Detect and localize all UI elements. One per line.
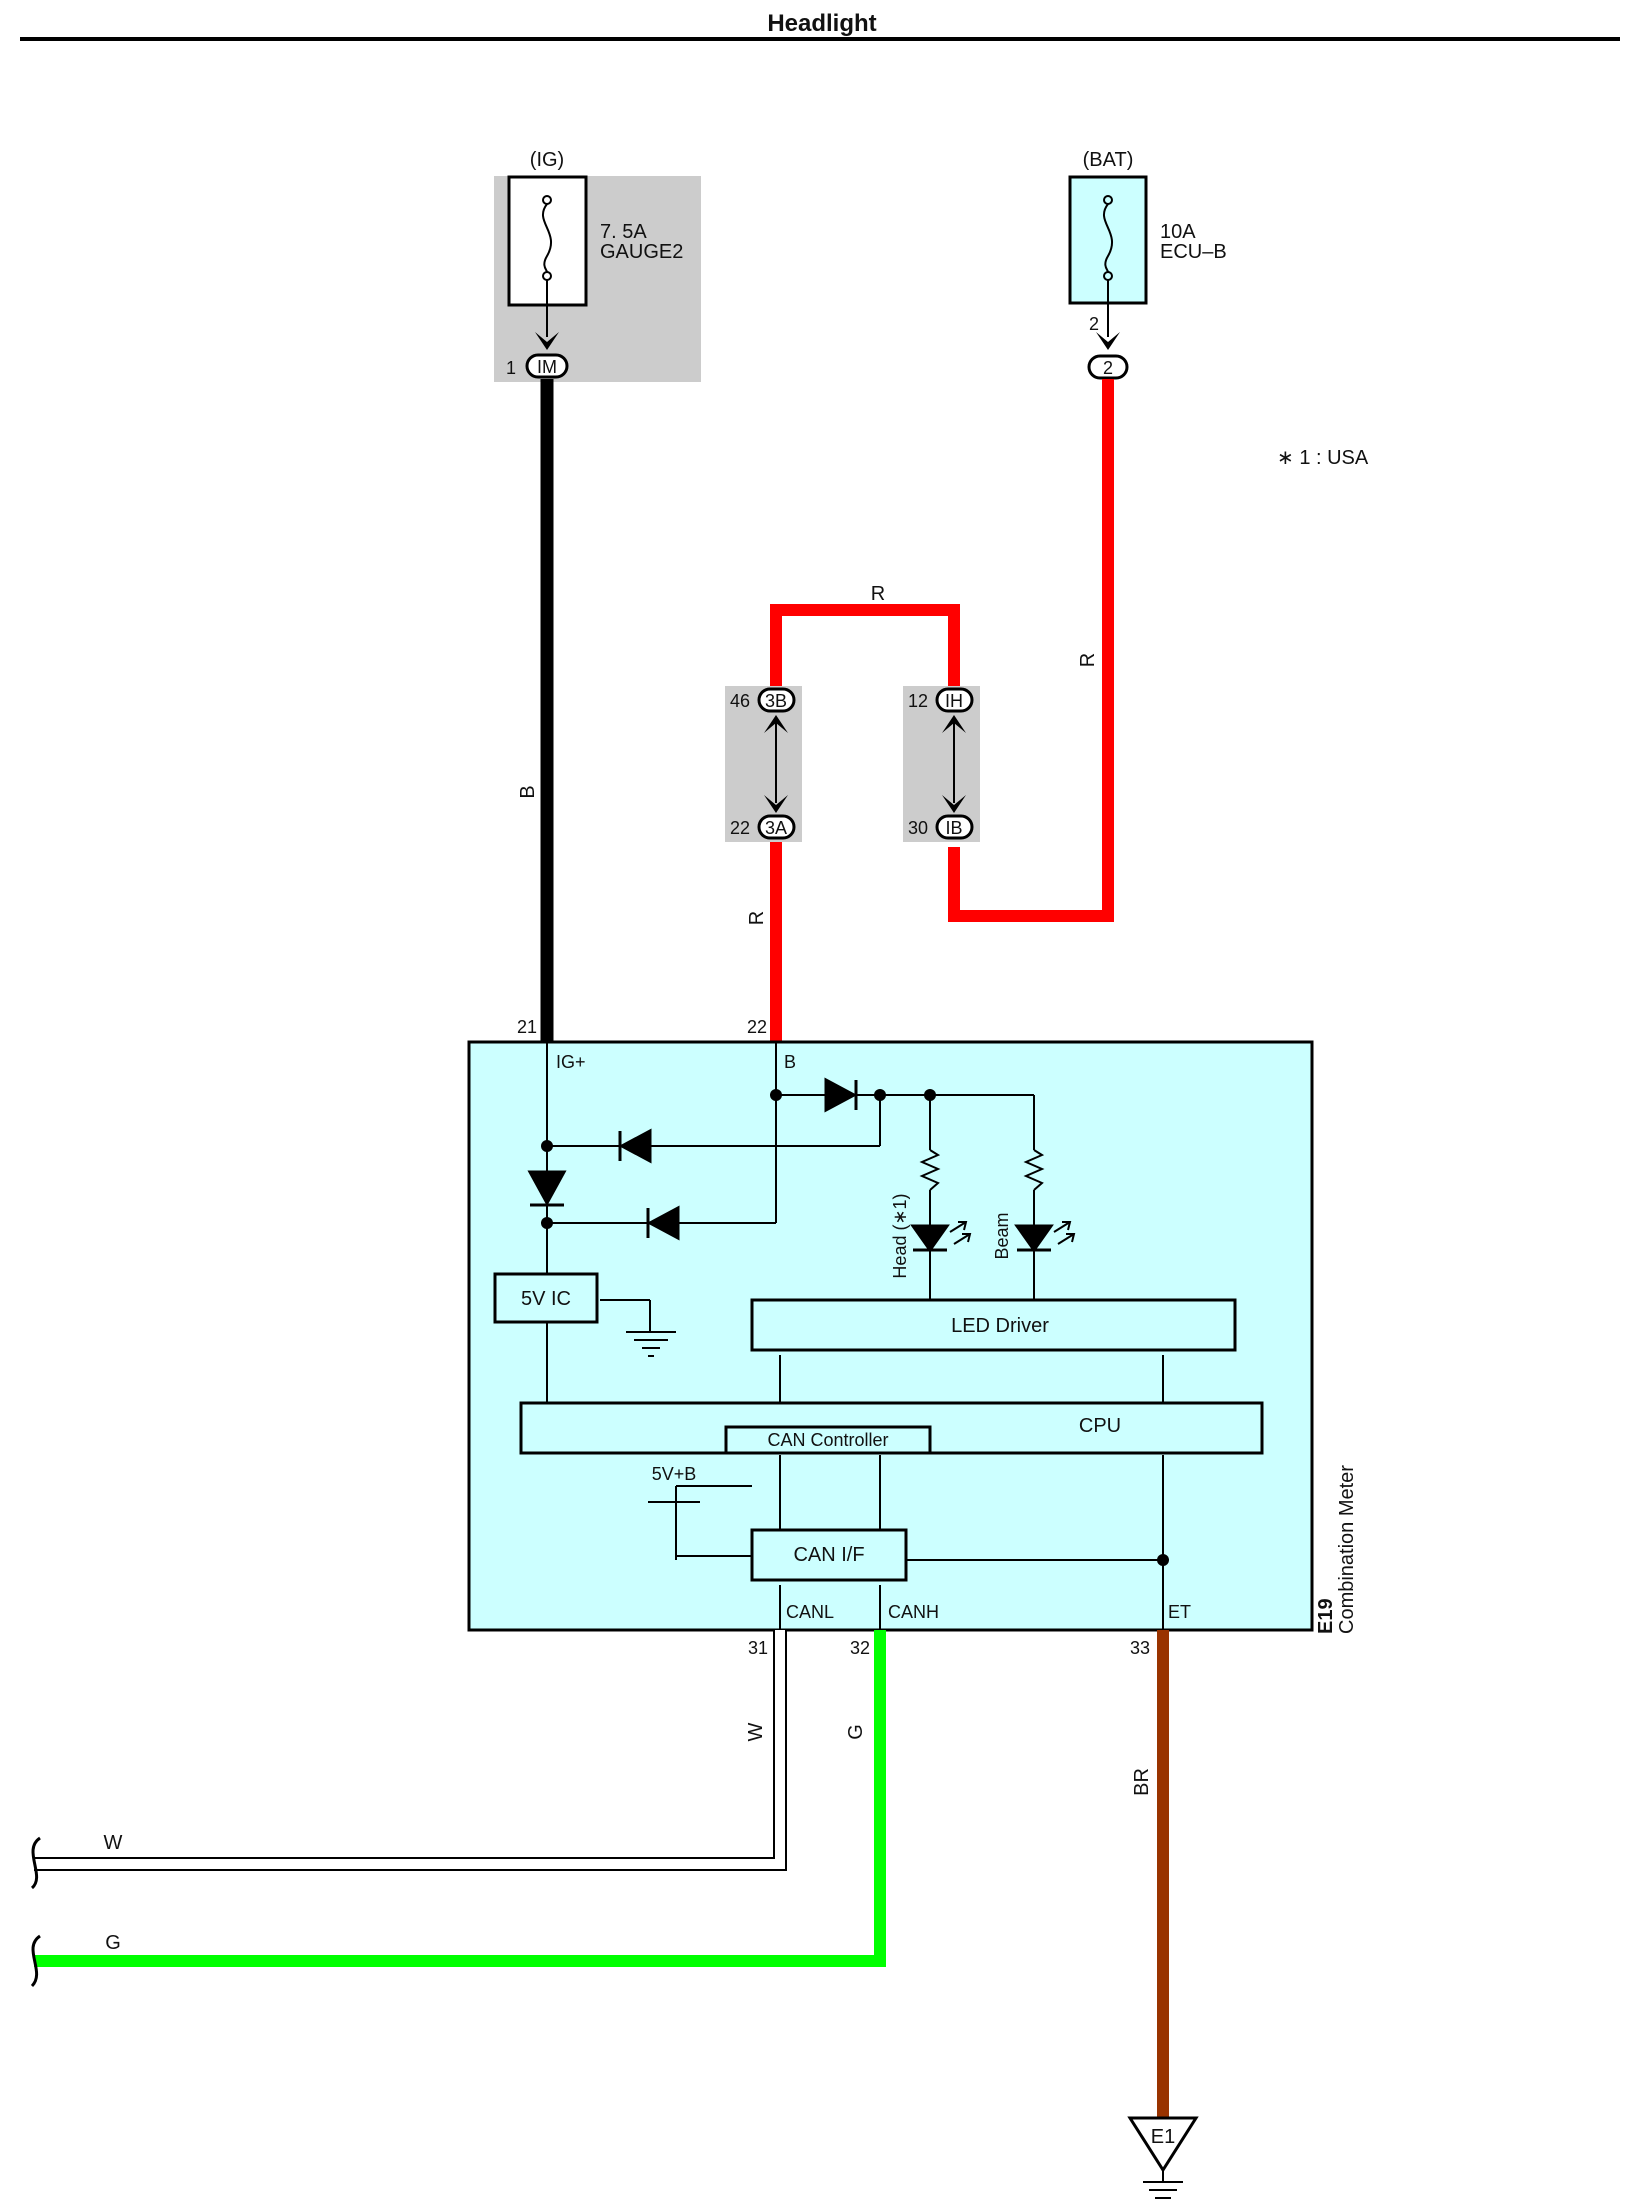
meter-terminal-igp: IG+ bbox=[556, 1052, 586, 1072]
connector-3a-pin: 22 bbox=[730, 818, 750, 838]
wire-g bbox=[34, 1630, 886, 1967]
ground-e1-icon bbox=[1127, 2116, 1199, 2173]
connector-ib bbox=[935, 814, 974, 840]
led-head-label: Head (∗1) bbox=[890, 1193, 910, 1278]
diode-b-to-igp-icon bbox=[618, 1128, 652, 1164]
resistor-beam-icon bbox=[1023, 1149, 1045, 1191]
block-cpu-label: CPU bbox=[1079, 1415, 1121, 1437]
block-can-if-label: CAN I/F bbox=[793, 1544, 864, 1566]
meter-internal-wiring bbox=[546, 1042, 1164, 1630]
ground-5v-ic-icon bbox=[626, 1331, 676, 1357]
connector-3b bbox=[757, 687, 796, 713]
wire-g-left-label: G bbox=[105, 1932, 121, 1954]
diagram-title: Headlight bbox=[767, 10, 876, 37]
junction-3b-3a-shade bbox=[725, 686, 802, 842]
wire-br-label: BR bbox=[1131, 1768, 1153, 1796]
meter-pin-canh: 32 bbox=[850, 1638, 870, 1658]
led-beam-label: Beam bbox=[992, 1212, 1012, 1259]
ground-e1-label: E1 bbox=[1151, 2126, 1175, 2148]
wire-w-left-label: W bbox=[104, 1832, 123, 1854]
connector-ih-pin: 12 bbox=[908, 691, 928, 711]
junction-3a-arrow bbox=[764, 795, 788, 813]
connector-im-pin: 1 bbox=[506, 358, 516, 378]
fuse-ecub-name: ECU–B bbox=[1160, 241, 1227, 263]
wire-r-right-label: R bbox=[1077, 653, 1099, 667]
wire-r-loop bbox=[770, 604, 960, 686]
wire-w bbox=[34, 1630, 785, 1869]
led-head-icon bbox=[910, 1221, 972, 1253]
meter-pin-canl: 31 bbox=[748, 1638, 768, 1658]
wire-w-outline bbox=[34, 1630, 787, 1871]
fuse-ecub-rating: 10A bbox=[1160, 221, 1196, 243]
diode-b-to-ic-icon bbox=[646, 1205, 680, 1241]
meter-pin-et: 33 bbox=[1130, 1638, 1150, 1658]
connector-ib-pin: 30 bbox=[908, 818, 928, 838]
block-5v-ic-label: 5V IC bbox=[521, 1288, 571, 1310]
wire-b-label: B bbox=[517, 785, 539, 798]
block-can-controller-label: CAN Controller bbox=[767, 1430, 888, 1450]
ground-symbol-icon bbox=[1143, 2170, 1183, 2199]
meter-pin-igp: 21 bbox=[517, 1017, 537, 1037]
connector-2 bbox=[1087, 354, 1129, 380]
connector-ib-label: IB bbox=[945, 818, 962, 838]
led-beam-icon bbox=[1014, 1221, 1076, 1253]
terminal-arrow-im bbox=[535, 332, 559, 350]
block-can-if bbox=[750, 1528, 908, 1582]
fuse-gauge2-rating: 7. 5A bbox=[600, 221, 647, 243]
label-5vb: 5V+B bbox=[652, 1464, 697, 1484]
fuse-gauge2-name: GAUGE2 bbox=[600, 241, 683, 263]
block-5v-ic bbox=[493, 1272, 599, 1324]
diode-b-to-led-icon bbox=[824, 1077, 858, 1113]
connector-im bbox=[525, 353, 569, 379]
wire-r-left-label: R bbox=[746, 911, 768, 925]
wire-r-bat bbox=[948, 379, 1114, 922]
meter-terminal-b: B bbox=[784, 1052, 796, 1072]
usa-note: ∗ 1 : USA bbox=[1277, 447, 1369, 469]
connector-ih-label: IH bbox=[945, 691, 963, 711]
meter-terminal-canh: CANH bbox=[888, 1602, 939, 1622]
connector-ih bbox=[935, 687, 974, 713]
meter-terminal-canl: CANL bbox=[786, 1602, 834, 1622]
block-led-driver-label: LED Driver bbox=[951, 1315, 1049, 1337]
wire-r-top-label: R bbox=[871, 583, 885, 605]
wire-w-down-label: W bbox=[745, 1722, 767, 1741]
v5b-wire bbox=[675, 1502, 752, 1557]
connector-3a bbox=[757, 814, 796, 840]
meter-terminal-et: ET bbox=[1168, 1602, 1191, 1622]
wire-g-break-icon bbox=[30, 1934, 41, 1988]
connector-3a-label: 3A bbox=[765, 818, 787, 838]
connector-2-label: 2 bbox=[1103, 358, 1113, 378]
fuse-ecub-source: (BAT) bbox=[1083, 149, 1134, 171]
fuse-gauge2-source: (IG) bbox=[530, 149, 564, 171]
diode-igp-down-icon bbox=[527, 1170, 567, 1207]
terminal-arrow-2 bbox=[1096, 332, 1120, 350]
wire-w-break-icon bbox=[30, 1836, 42, 1890]
meter-code: E19 bbox=[1315, 1598, 1337, 1634]
junction-ih-arrow bbox=[942, 715, 966, 733]
fuse-ecub-pin-top: 2 bbox=[1089, 314, 1099, 334]
connector-3b-pin: 46 bbox=[730, 691, 750, 711]
block-led-driver bbox=[750, 1298, 1237, 1352]
connector-3b-label: 3B bbox=[765, 691, 787, 711]
junction-ib-arrow bbox=[942, 795, 966, 813]
connector-im-label: IM bbox=[537, 357, 557, 377]
junction-3b-arrow bbox=[764, 715, 788, 733]
meter-name: Combination Meter bbox=[1336, 1465, 1358, 1634]
wire-g-down-label: G bbox=[845, 1724, 867, 1740]
meter-junction-dots bbox=[541, 1089, 1169, 1566]
junction-ih-ib-shade bbox=[903, 686, 980, 842]
block-can-controller bbox=[724, 1425, 932, 1455]
resistor-head-icon bbox=[919, 1149, 941, 1191]
meter-pin-b: 22 bbox=[747, 1017, 767, 1037]
